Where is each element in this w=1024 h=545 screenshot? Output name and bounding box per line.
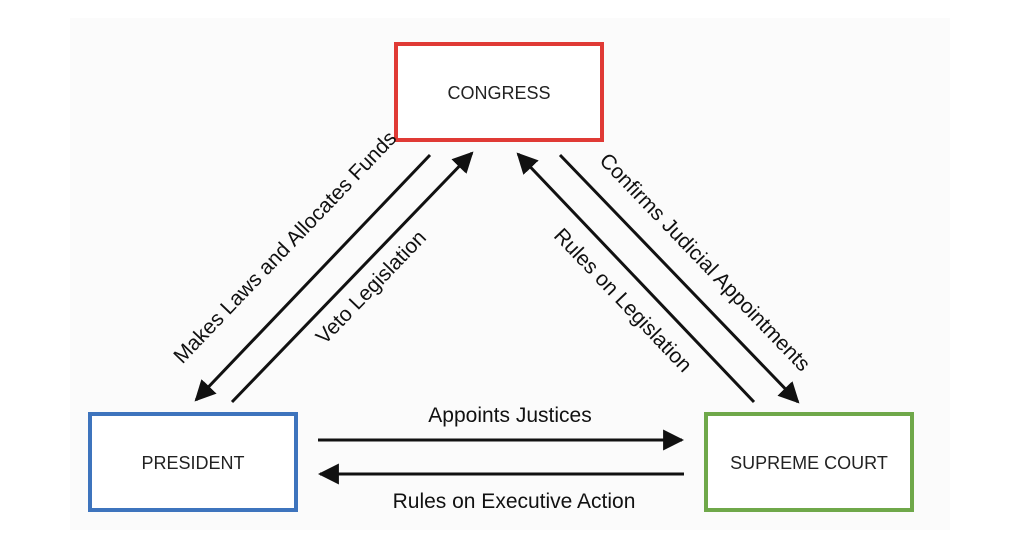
makes-laws-arrow [194,153,432,402]
rules-on-legislation-arrow [516,152,756,404]
congress-box [394,42,604,142]
confirms-appointments-arrow [558,153,800,404]
confirms-appointments-label: Confirms Judicial Appointments [595,149,815,376]
veto-legislation-label: Veto Legislation [312,226,431,349]
supreme-court-label: SUPREME COURT [730,453,888,473]
congress-label: CONGRESS [447,83,550,103]
veto-legislation-arrow [230,151,474,404]
appoints-justices-label: Appoints Justices [428,404,591,427]
rules-on-executive-action-label: Rules on Executive Action [393,490,636,513]
congress-node: CONGRESS [394,42,604,142]
president-label: PRESIDENT [141,453,244,473]
president-box [88,412,298,512]
supreme-court-node: SUPREME COURT [704,412,914,512]
president-node: PRESIDENT [88,412,298,512]
makes-laws-label: Makes Laws and Allocates Funds [169,127,401,368]
supreme-court-box [704,412,914,512]
